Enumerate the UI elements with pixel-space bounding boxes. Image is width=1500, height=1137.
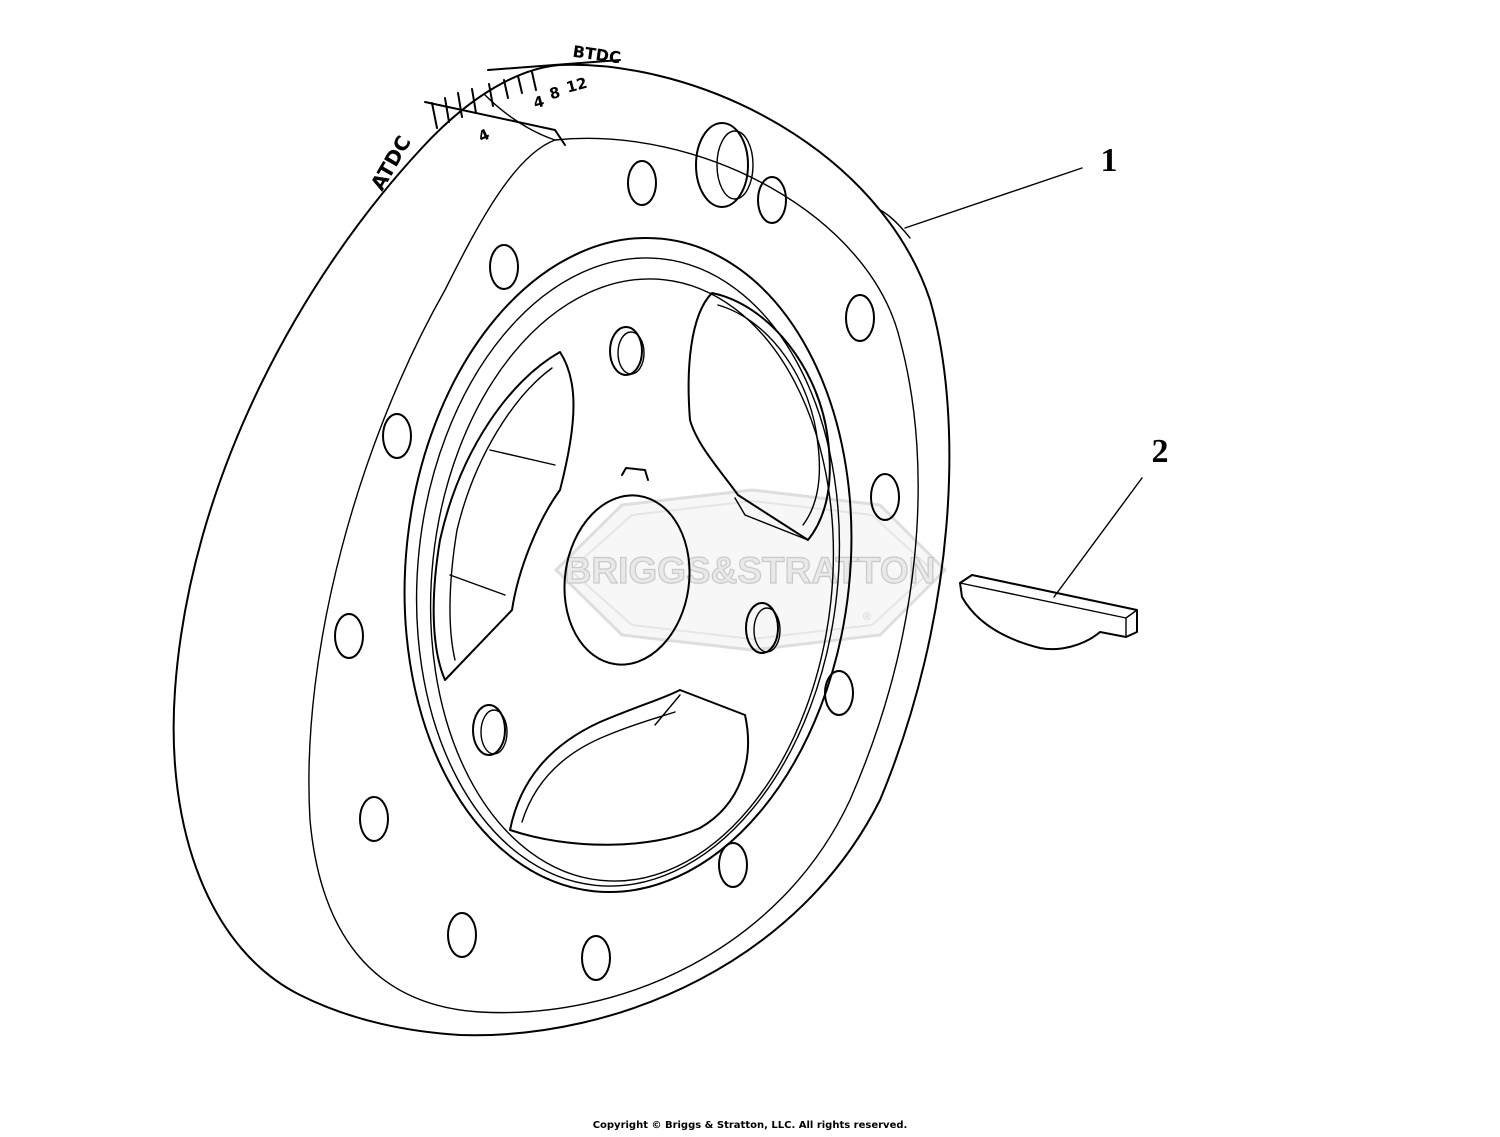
- hub-hole-right: [745, 602, 779, 654]
- timing-number-atdc-4: 4: [475, 125, 492, 146]
- hub-hole-top-inner: [617, 331, 645, 375]
- face-hole: [627, 160, 657, 206]
- center-bore: [563, 494, 691, 666]
- face-bolt-holes: [334, 122, 900, 981]
- pulley-front-face-edge: [308, 137, 919, 1014]
- spoke-window-upper-right-inner: [717, 304, 821, 541]
- copyright-notice: Copyright © Briggs & Stratton, LLC. All …: [592, 1120, 908, 1131]
- hub-hole-bottom-inner: [480, 709, 508, 755]
- face-hole: [334, 613, 364, 659]
- timing-tick: [431, 102, 438, 129]
- face-hole: [824, 670, 854, 716]
- face-hole: [757, 176, 787, 224]
- face-hole: [581, 935, 611, 981]
- spoke-window-upper-right: [687, 292, 831, 541]
- face-hole: [447, 912, 477, 958]
- key-top-face-edge: [959, 582, 1138, 638]
- timing-tick: [503, 79, 509, 99]
- callout-2: 2: [1053, 433, 1169, 598]
- timing-number-btdc-8: 8: [547, 83, 562, 103]
- brand-watermark: BRIGGS&STRATTON ®: [553, 488, 948, 652]
- callout-2-label: 2: [1152, 433, 1169, 470]
- face-hole-large: [695, 122, 749, 208]
- spoke-window-left: [432, 351, 575, 681]
- hub-recess-outer: [403, 236, 853, 894]
- timing-tick: [517, 75, 523, 94]
- hub-hole-top: [609, 326, 643, 376]
- callout-1: 1: [904, 142, 1118, 229]
- callout-2-leader: [1053, 477, 1143, 598]
- watermark-text: BRIGGS&STRATTON: [565, 550, 936, 591]
- timing-tick: [488, 83, 494, 107]
- spoke-window-left-inner: [449, 367, 556, 661]
- face-hole: [359, 796, 389, 842]
- face-hole: [845, 294, 875, 342]
- woodruff-key: [959, 574, 1138, 651]
- pulley-rim-thickness: [484, 94, 911, 239]
- timing-tick: [531, 71, 537, 91]
- callout-1-leader: [904, 167, 1083, 229]
- timing-tick: [457, 92, 463, 118]
- damper-pulley: ATDC BTDC 4 4 8 12: [172, 42, 951, 1037]
- timing-tick: [471, 88, 477, 114]
- hub-hole-bottom: [472, 704, 506, 756]
- face-hole-large-inner: [716, 130, 754, 200]
- timing-number-btdc-4: 4: [531, 92, 546, 112]
- face-hole: [489, 244, 519, 290]
- pulley-outer-rim: [172, 63, 951, 1037]
- spoke-window-bottom-inner: [521, 694, 681, 823]
- hub-hole-right-inner: [753, 607, 781, 653]
- key-outline: [959, 574, 1138, 651]
- spoke-window-bottom: [509, 689, 749, 846]
- face-hole: [718, 842, 748, 888]
- hub-recess-middle: [415, 257, 841, 887]
- watermark-registered-mark: ®: [863, 611, 871, 623]
- watermark-hexagon-inner: [568, 499, 934, 641]
- face-hole: [382, 413, 412, 459]
- timing-number-btdc-12: 12: [564, 74, 589, 97]
- bore-keyway: [621, 467, 649, 481]
- timing-tick: [444, 97, 450, 123]
- pulley-timing-flat: [424, 59, 621, 146]
- hub-recess-inner: [429, 278, 835, 882]
- watermark-hexagon: [553, 488, 948, 652]
- callout-1-label: 1: [1101, 142, 1118, 179]
- face-hole: [870, 473, 900, 521]
